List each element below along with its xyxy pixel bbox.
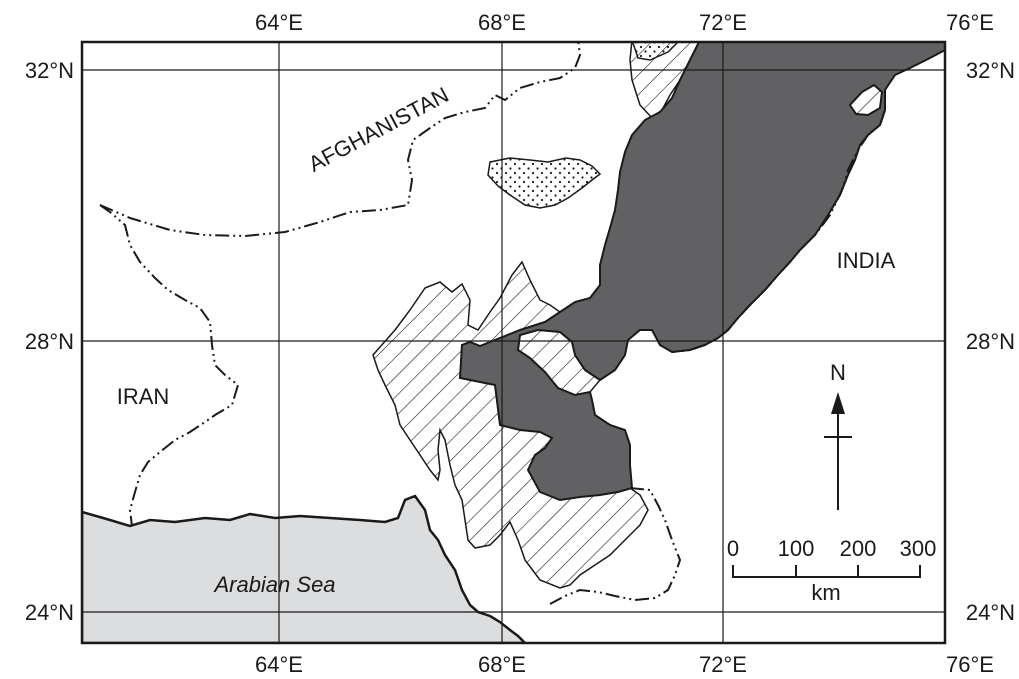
- lat-label-left-28: 28°N: [25, 329, 74, 354]
- lon-label-top-72: 72°E: [699, 10, 747, 35]
- scale-bar: 0 100 200 300 km: [727, 536, 936, 605]
- label-india: INDIA: [837, 248, 896, 273]
- scale-tick-0: 0: [727, 536, 739, 561]
- lat-label-right-24: 24°N: [966, 600, 1015, 625]
- graticule: [82, 42, 945, 643]
- lat-label-left-24: 24°N: [25, 600, 74, 625]
- lat-label-left-32: 32°N: [25, 58, 74, 83]
- border-iran: [99, 204, 240, 527]
- map-frame: [80, 40, 947, 645]
- lon-label-top-68: 68°E: [478, 10, 526, 35]
- lon-label-top-64: 64°E: [255, 10, 303, 35]
- lat-label-right-32: 32°N: [966, 58, 1015, 83]
- north-arrow-head: [831, 392, 845, 414]
- border-india-south: [549, 487, 682, 605]
- scale-unit: km: [811, 580, 840, 605]
- lat-label-right-28: 28°N: [966, 329, 1015, 354]
- border-india: [671, 109, 886, 353]
- dotted-patch-north: [631, 42, 680, 61]
- lon-label-top-76: 76°E: [946, 10, 994, 35]
- scale-tick-200: 200: [840, 536, 877, 561]
- dotted-region: [487, 157, 602, 209]
- north-arrow: N: [824, 360, 852, 510]
- label-iran: IRAN: [117, 384, 170, 409]
- lon-label-bottom-76: 76°E: [946, 652, 994, 677]
- lon-label-bottom-64: 64°E: [255, 652, 303, 677]
- scale-tick-300: 300: [900, 536, 937, 561]
- north-arrow-label: N: [830, 360, 846, 385]
- label-arabian-sea: Arabian Sea: [212, 572, 335, 597]
- lon-label-bottom-68: 68°E: [478, 652, 526, 677]
- arabian-sea-area: [82, 494, 527, 643]
- label-afghanistan: AFGHANISTAN: [304, 82, 452, 177]
- scale-tick-100: 100: [778, 536, 815, 561]
- lon-label-bottom-72: 72°E: [699, 652, 747, 677]
